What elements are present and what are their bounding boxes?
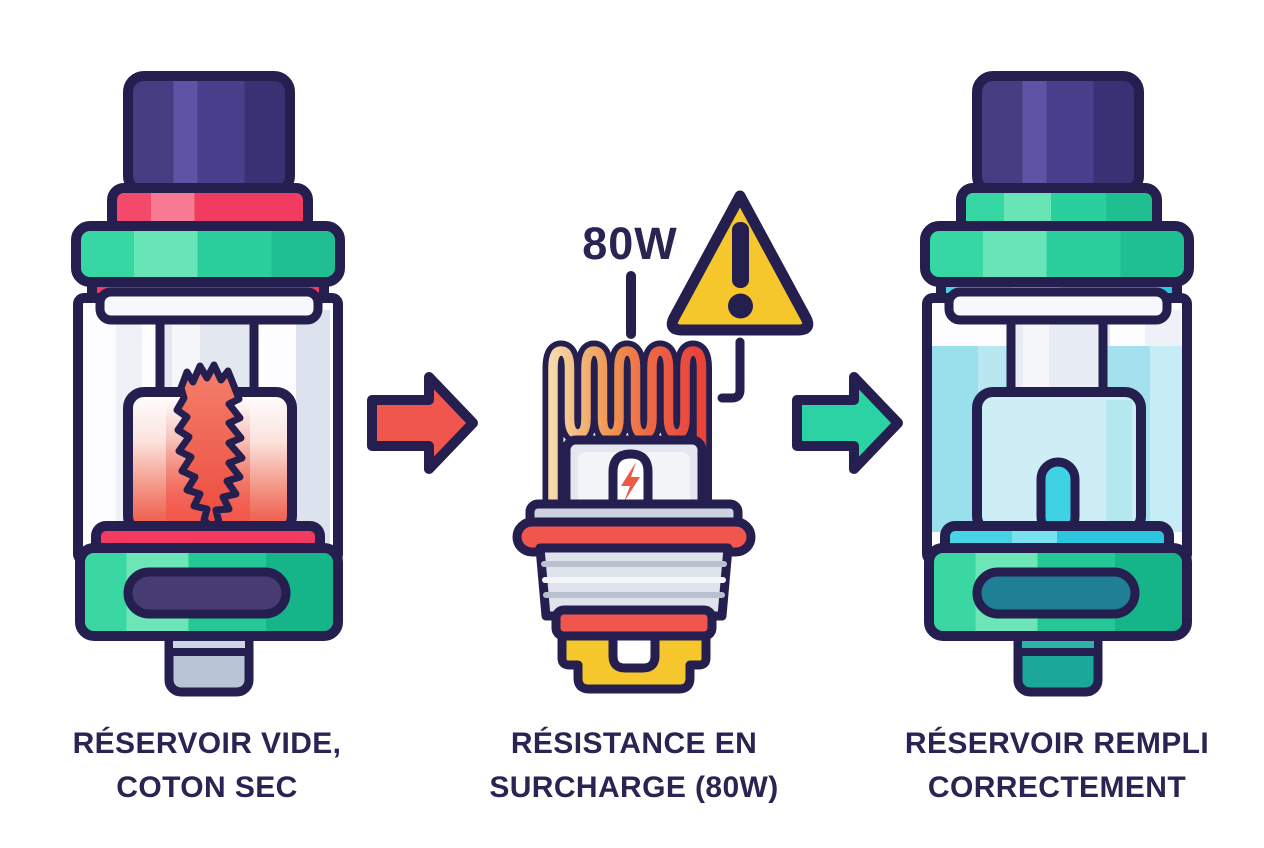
caption-line: SURCHARGE (80W) [489, 771, 779, 804]
caption-line: RÉSISTANCE EN [510, 727, 758, 760]
overloaded-coil-illustration [512, 190, 814, 694]
empty-tank-illustration [71, 71, 345, 697]
caption-line: CORRECTEMENT [927, 771, 1187, 804]
top-cap-icon [920, 221, 1194, 287]
airflow-slot-icon [123, 567, 291, 619]
tank-plate-icon [944, 287, 1172, 325]
drip-tip-icon [123, 71, 295, 197]
dry-cotton-wick-icon [173, 361, 246, 531]
warning-pointer-line [717, 337, 745, 403]
top-cap-icon [71, 221, 345, 287]
drip-tip-icon [972, 71, 1144, 197]
filled-tank-illustration [920, 71, 1194, 697]
glass-shade [296, 310, 330, 554]
coil-threads-icon [535, 543, 733, 621]
lightning-bolt-icon [621, 462, 640, 502]
tank-plate-icon [95, 287, 323, 325]
coil-lower-gasket-icon [551, 605, 717, 641]
chamber-shade [1106, 400, 1132, 524]
caption-filled-tank: RÉSERVOIR REMPLI CORRECTEMENT [867, 722, 1247, 810]
chimney-highlight [1023, 318, 1049, 394]
warning-triangle-icon [666, 190, 814, 336]
caption-line: RÉSERVOIR VIDE, [72, 727, 342, 760]
wattage-label: 80W [582, 218, 678, 269]
right-arrow-icon [792, 372, 903, 474]
caption-overloaded-coil: RÉSISTANCE EN SURCHARGE (80W) [444, 722, 824, 810]
coil-pin-notch-icon [608, 629, 660, 673]
heating-coil-wire-icon [542, 340, 712, 516]
airflow-slot-icon [972, 567, 1140, 619]
right-arrow-icon [367, 372, 478, 474]
caption-line: COTON SEC [116, 771, 298, 804]
caption-line: RÉSERVOIR REMPLI [904, 727, 1210, 760]
caption-empty-tank: RÉSERVOIR VIDE, COTON SEC [17, 722, 397, 810]
